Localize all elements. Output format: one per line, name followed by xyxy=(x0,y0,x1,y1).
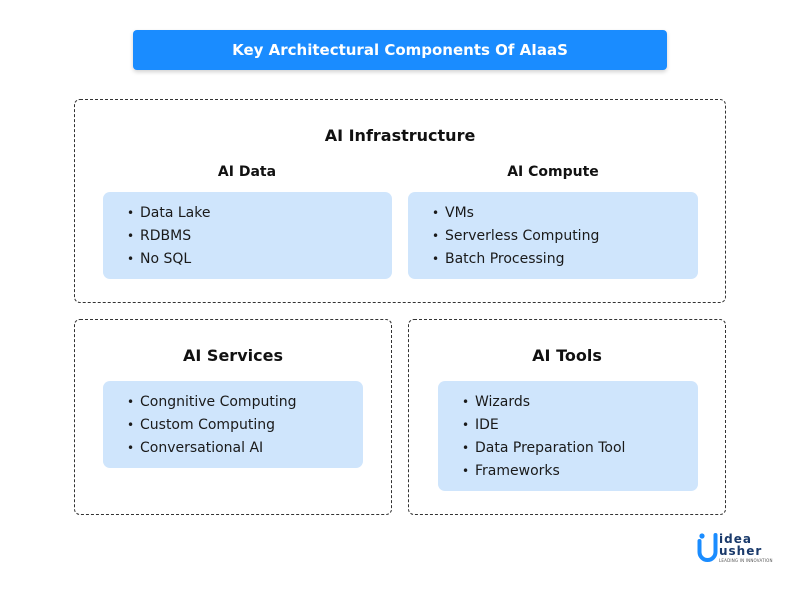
list-item: •Congnitive Computing xyxy=(127,391,363,414)
list-item: •No SQL xyxy=(127,248,392,271)
logo-tagline: LEADING IN INNOVATION xyxy=(719,558,773,563)
bullet-icon: • xyxy=(127,441,135,455)
bullet-icon: • xyxy=(432,229,440,243)
list-item: •VMs xyxy=(432,202,698,225)
idea-usher-logo: idea usher LEADING IN INNOVATION xyxy=(697,532,773,566)
heading-ai-services: AI Services xyxy=(183,346,283,365)
list-item: •Data Preparation Tool xyxy=(462,437,698,460)
section-ai-tools: AI Tools •Wizards •IDE •Data Preparation… xyxy=(408,319,726,515)
list-item: •Frameworks xyxy=(462,460,698,483)
section-ai-services: AI Services •Congnitive Computing •Custo… xyxy=(74,319,392,515)
idea-usher-logo-icon xyxy=(697,533,718,562)
heading-ai-tools: AI Tools xyxy=(532,346,602,365)
bullet-icon: • xyxy=(127,418,135,432)
bullet-icon: • xyxy=(432,252,440,266)
bullet-icon: • xyxy=(432,206,440,220)
subheading-ai-compute: AI Compute xyxy=(507,164,599,180)
list-item: •Serverless Computing xyxy=(432,225,698,248)
title-banner: Key Architectural Components Of AIaaS xyxy=(133,30,667,70)
bullet-icon: • xyxy=(462,418,470,432)
card-ai-services: •Congnitive Computing •Custom Computing … xyxy=(103,381,363,468)
logo-line2: usher xyxy=(719,544,763,558)
bullet-icon: • xyxy=(462,441,470,455)
bullet-icon: • xyxy=(127,229,135,243)
bullet-icon: • xyxy=(127,252,135,266)
bullet-icon: • xyxy=(462,464,470,478)
list-item: •Batch Processing xyxy=(432,248,698,271)
bullet-icon: • xyxy=(127,206,135,220)
card-ai-compute: •VMs •Serverless Computing •Batch Proces… xyxy=(408,192,698,279)
list-item: •Conversational AI xyxy=(127,437,363,460)
heading-ai-infrastructure: AI Infrastructure xyxy=(324,126,476,145)
bullet-icon: • xyxy=(462,395,470,409)
list-item: •RDBMS xyxy=(127,225,392,248)
logo-line1: idea xyxy=(719,532,752,546)
bullet-icon: • xyxy=(127,395,135,409)
list-item: •IDE xyxy=(462,414,698,437)
card-ai-tools: •Wizards •IDE •Data Preparation Tool •Fr… xyxy=(438,381,698,491)
list-item: •Custom Computing xyxy=(127,414,363,437)
list-item: •Wizards xyxy=(462,391,698,414)
card-ai-data: •Data Lake •RDBMS •No SQL xyxy=(103,192,392,279)
section-ai-infrastructure: AI Infrastructure AI Data •Data Lake •RD… xyxy=(74,99,726,303)
list-item: •Data Lake xyxy=(127,202,392,225)
subheading-ai-data: AI Data xyxy=(217,164,277,180)
